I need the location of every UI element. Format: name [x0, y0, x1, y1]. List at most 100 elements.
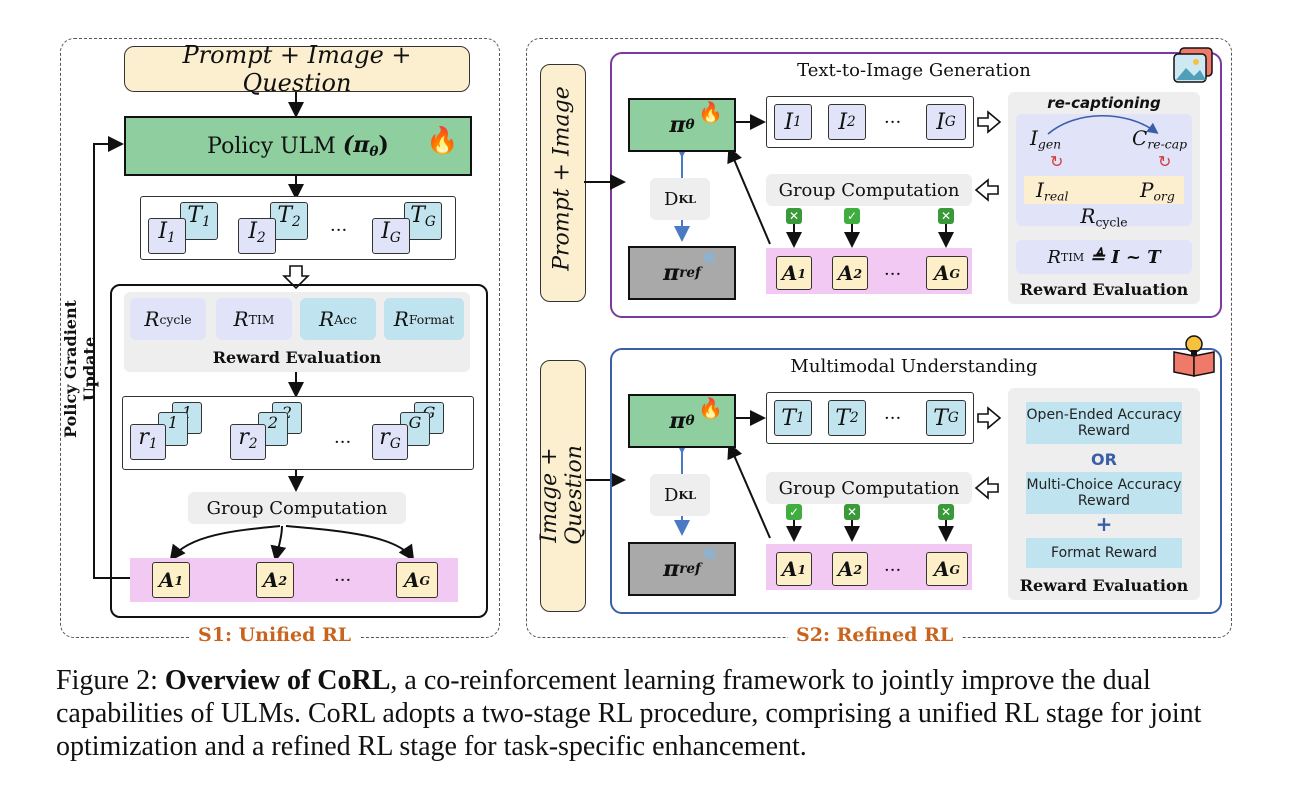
v: A — [933, 261, 950, 285]
recaption-curve — [1047, 114, 1159, 135]
check-icon: ✓ — [786, 504, 802, 520]
c-recap: Cre-cap — [1132, 126, 1187, 152]
reward: r — [138, 425, 149, 450]
sub: G — [949, 265, 961, 281]
sym: R — [144, 307, 160, 331]
t2i-title: Text-to-Image Generation — [797, 60, 1031, 81]
mmu-advantages-ellipsis: ··· — [884, 560, 902, 581]
sub: 1 — [793, 114, 802, 130]
stack: 1 — [167, 413, 179, 432]
mmu-side-box — [540, 360, 586, 612]
image-output: I — [381, 219, 390, 244]
sub: Acc — [334, 311, 357, 327]
v: I — [936, 109, 945, 135]
mmu-outputs-strip — [766, 392, 974, 444]
t2i-group-computation: Group Computation — [766, 174, 972, 206]
i-real: Ireal — [1036, 178, 1069, 204]
t2i-reward-eval-label: Reward Evaluation — [1019, 280, 1189, 299]
sub: cycle — [159, 311, 192, 327]
sub: 1 — [174, 572, 184, 588]
reward: r — [238, 425, 249, 450]
t2i-outputs-ellipsis: ··· — [884, 112, 902, 133]
image-output: I — [248, 219, 258, 244]
sub: 1 — [202, 214, 211, 231]
sub: KL — [678, 488, 696, 502]
v: I — [838, 109, 848, 135]
mmu-side-label: Image + Question — [537, 445, 587, 545]
t2i-real-bar — [1024, 176, 1184, 204]
reward: r — [379, 425, 390, 450]
def: ≜ I ~ T — [1089, 246, 1161, 268]
sub: 2 — [257, 230, 266, 247]
sub: θ — [685, 413, 695, 429]
sub: 1 — [167, 230, 176, 247]
policy-symbol: (π — [342, 131, 370, 158]
s1-arrows — [93, 92, 415, 579]
ref: π — [663, 260, 680, 286]
mmu-reward-eval-label: Reward Evaluation — [1019, 576, 1189, 595]
caption-bold: Overview of CoRL — [164, 665, 391, 696]
cross-icon: ✕ — [938, 504, 954, 520]
sub: org — [1153, 188, 1175, 204]
sub: 2 — [850, 410, 859, 426]
s1-group-computation: Group Computation — [188, 492, 406, 524]
sub: G — [944, 114, 956, 130]
adv: A — [158, 568, 175, 592]
sub: 2 — [847, 114, 856, 130]
adv: A — [262, 568, 279, 592]
v: C — [1132, 126, 1148, 150]
mmu-group-computation: Group Computation — [766, 472, 972, 504]
i-gen: Igen — [1030, 126, 1061, 152]
text-output: T — [410, 203, 425, 228]
sub: 1 — [148, 436, 158, 453]
s1-inner-box — [110, 284, 488, 618]
s1-side-label: Policy Gradient Update — [61, 300, 99, 438]
snowflake-icon: ❄ — [702, 248, 718, 269]
cross-icon: ✕ — [844, 504, 860, 520]
stack: 2 — [267, 413, 279, 432]
p-org: Porg — [1140, 178, 1175, 204]
sub: 1 — [797, 265, 807, 281]
check-icon: ✓ — [844, 208, 860, 224]
v: A — [933, 557, 950, 581]
sub: Format — [408, 311, 455, 327]
plus-icon: + — [1095, 512, 1113, 536]
image-output: I — [158, 219, 168, 244]
fire-icon: 🔥 — [426, 126, 459, 156]
multi-choice-reward: Multi-Choice Accuracy Reward — [1026, 472, 1182, 514]
sub: G — [947, 410, 959, 426]
sub: real — [1043, 188, 1069, 204]
v: R — [1047, 246, 1061, 268]
s1-label: S1: Unified RL — [190, 624, 360, 646]
caption-prefix: Figure 2: — [56, 665, 165, 696]
sub: 1 — [797, 561, 807, 577]
s1-advantages-ellipsis: ··· — [334, 570, 352, 591]
ref: π — [663, 556, 680, 582]
v: T — [835, 405, 850, 431]
v: A — [781, 557, 798, 581]
sub: G — [389, 436, 401, 453]
t2i-advantages-ellipsis: ··· — [884, 264, 902, 285]
r-cycle: Rcycle — [1016, 204, 1192, 230]
sub: 2 — [292, 214, 301, 231]
s1-reward-eval-label: Reward Evaluation — [212, 348, 382, 367]
t2i-cycle-inner — [1016, 114, 1192, 226]
caption-rest: , a co-reinforcement learning framework … — [56, 665, 1202, 762]
text-output: T — [187, 203, 202, 228]
